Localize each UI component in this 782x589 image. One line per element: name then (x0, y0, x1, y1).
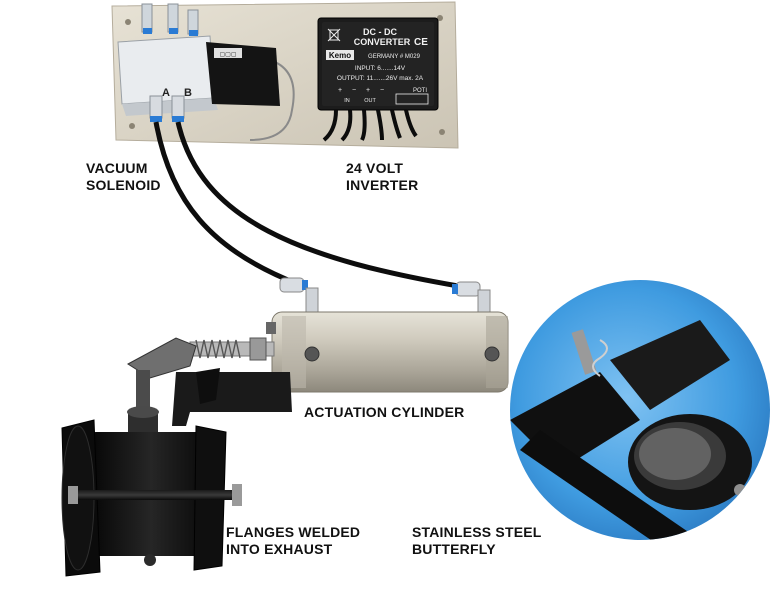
converter-country-model: GERMANY # M029 (368, 54, 421, 60)
converter-out-label: OUT (364, 98, 376, 104)
inverter-label-line2: INVERTER (346, 177, 419, 193)
ce-mark-icon: CE (414, 37, 428, 48)
weee-crossed-bin-icon (327, 28, 341, 42)
stainless-butterfly-label-line1: STAINLESS STEEL (412, 524, 542, 540)
solenoid-port-a-text: A (162, 87, 170, 99)
actuation-cylinder (189, 311, 509, 393)
flanges-label-line1: FLANGES WELDED (226, 524, 361, 540)
vacuum-solenoid-label-line2: SOLENOID (86, 177, 161, 193)
terminal-minus-1: − (352, 87, 356, 94)
air-hoses (153, 121, 491, 315)
terminal-plus-2: + (366, 87, 370, 94)
svg-text:▢▢▢: ▢▢▢ (219, 52, 236, 58)
inverter-label: 24 VOLT INVERTER (346, 160, 418, 194)
converter-poti-label: POTI (413, 88, 427, 94)
terminal-minus-2: − (380, 87, 384, 94)
mounting-bracket (127, 337, 292, 426)
converter-title-line1: DC - DC (363, 27, 397, 37)
stainless-butterfly-label: STAINLESS STEEL BUTTERFLY (412, 524, 542, 558)
actuation-cylinder-label: ACTUATION CYLINDER (304, 404, 464, 421)
converter-title-line2: CONVERTER (354, 37, 411, 47)
solenoid-port-b-text: B (184, 87, 192, 99)
vacuum-solenoid-label-line1: VACUUM (86, 160, 148, 176)
dc-dc-converter: DC - DC CONVERTER CE Kemo GERMANY # M029… (317, 17, 439, 142)
actuation-cylinder-label-text: ACTUATION CYLINDER (304, 404, 465, 420)
converter-brand: Kemo (329, 51, 351, 60)
stainless-butterfly-label-line2: BUTTERFLY (412, 541, 496, 557)
flanges-label-line2: INTO EXHAUST (226, 541, 333, 557)
butterfly-valve (61, 406, 242, 577)
terminal-plus-1: + (338, 87, 342, 94)
vacuum-solenoid-valve: ▢▢▢ A B (117, 3, 280, 122)
inverter-label-line1: 24 VOLT (346, 160, 404, 176)
flanges-label: FLANGES WELDED INTO EXHAUST (226, 524, 360, 558)
converter-output: OUTPUT: 11.......26V max. 2A (337, 75, 424, 82)
converter-in-label: IN (344, 98, 350, 104)
converter-input: INPUT: 6.......14V (355, 65, 406, 72)
vacuum-solenoid-label: VACUUM SOLENOID (86, 160, 161, 194)
detail-closeup-circle (510, 280, 770, 540)
